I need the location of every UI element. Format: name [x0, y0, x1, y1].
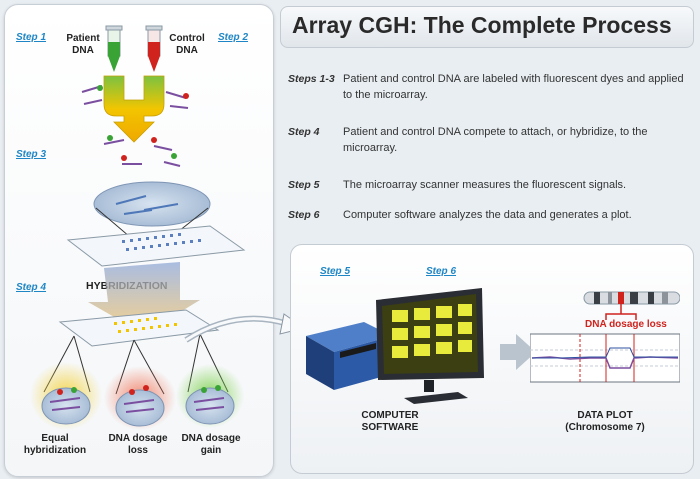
step-5-text: The microarray scanner measures the fluo… — [343, 179, 627, 191]
monitor-icon — [376, 288, 484, 404]
equal-dish-icon — [41, 387, 91, 425]
data-plot-sublabel: (Chromosome 7) — [565, 422, 645, 433]
page-title: Array CGH: The Complete Process — [292, 12, 672, 38]
hybridized-slide-icon — [58, 309, 220, 347]
dye-dots-icon — [97, 85, 189, 161]
step-6-key: Step 6 — [288, 209, 320, 221]
step-4-label: Step 4 — [16, 282, 47, 293]
computer-illustration — [306, 288, 536, 404]
step-1-label: Step 1 — [16, 32, 47, 43]
right-arrow-icon — [500, 334, 536, 370]
outcome-gain-label: DNA dosage gain — [181, 433, 241, 456]
patient-tube-icon — [105, 25, 123, 72]
plot-line-blue — [532, 347, 678, 359]
data-plot-label: DATA PLOT — [577, 410, 633, 421]
step-6-text: Computer software analyzes the data and … — [343, 209, 632, 221]
steps-1-3-text: Patient and control DNA are labeled with… — [343, 73, 684, 101]
step-5-key: Step 5 — [288, 179, 320, 191]
computer-software-label: COMPUTER SOFTWARE — [361, 410, 419, 433]
chromosome-icon — [583, 291, 680, 305]
step-2-label: Step 2 — [218, 32, 249, 43]
gain-dish-icon — [185, 387, 235, 425]
loss-dish-icon — [115, 389, 165, 427]
outcome-equal-label: Equal hybridization — [23, 433, 87, 456]
microarray-spot-zoom-icon — [93, 181, 211, 227]
patient-dna-label: Patient DNA — [66, 33, 100, 56]
step-3-label: Step 3 — [16, 149, 47, 160]
microarray-slide-icon — [66, 225, 246, 267]
step-6-label: Step 6 — [426, 266, 457, 277]
merge-arrow-icon — [103, 75, 165, 143]
step-4-key: Step 4 — [288, 126, 320, 138]
control-tube-icon — [145, 25, 163, 72]
title-box — [280, 6, 694, 48]
step-4-text: Patient and control DNA compete to attac… — [343, 126, 648, 154]
left-illustration — [30, 25, 246, 430]
control-dna-label: Control DNA — [169, 33, 205, 56]
step-5-label: Step 5 — [320, 266, 351, 277]
steps-1-3-key: Steps 1-3 — [288, 73, 335, 85]
outcome-loss-label: DNA dosage loss — [108, 433, 168, 456]
dosage-loss-label: DNA dosage loss — [585, 319, 667, 330]
data-plot — [530, 291, 680, 383]
